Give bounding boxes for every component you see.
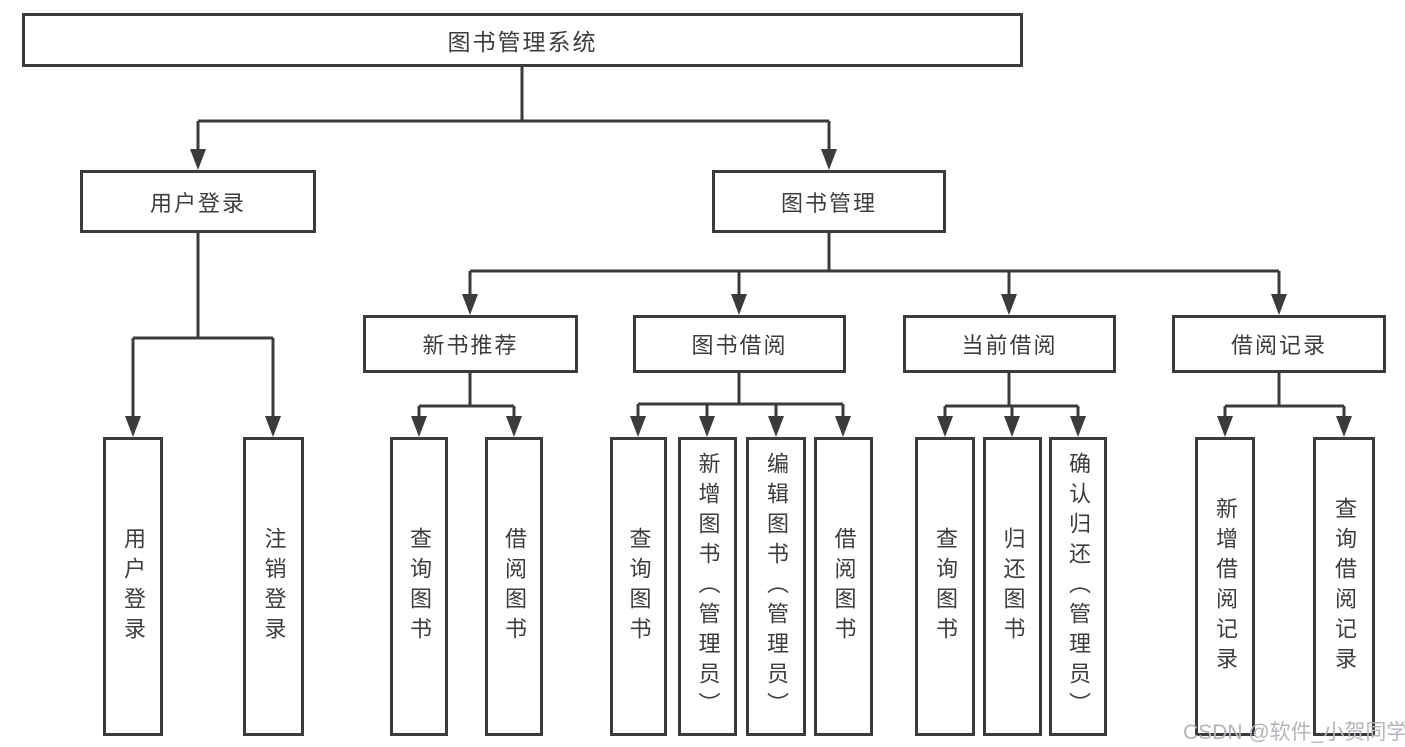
node-book-borrow: 图书借阅	[633, 315, 846, 373]
leaf-user-login: 用户登录	[103, 437, 163, 736]
node-book-management: 图书管理	[712, 170, 946, 233]
leaf-current-return: 归还图书	[983, 437, 1042, 736]
csdn-watermark: CSDN @软件_小贺同学	[1183, 721, 1405, 744]
leaf-borrow-borrow-book: 借阅图书	[814, 437, 873, 736]
connector-borrow-records	[1217, 373, 1352, 437]
leaf-logout: 注销登录	[243, 437, 304, 736]
leaf-current-query: 查询图书	[915, 437, 975, 736]
leaf-records-query: 查询借阅记录	[1313, 437, 1375, 736]
connector-root	[190, 67, 837, 170]
node-new-book-recommend: 新书推荐	[363, 315, 578, 373]
leaf-newbook-query: 查询图书	[390, 437, 448, 736]
leaf-current-confirm-return-admin: 确认归还（管理员）	[1049, 437, 1107, 736]
leaf-borrow-edit-book-admin: 编辑图书（管理员）	[746, 437, 806, 736]
connector-user-login	[125, 233, 281, 437]
connector-new-book	[411, 373, 522, 437]
node-user-login: 用户登录	[80, 170, 316, 233]
leaf-newbook-borrow: 借阅图书	[485, 437, 543, 736]
leaf-borrow-query: 查询图书	[610, 437, 667, 736]
leaf-records-add: 新增借阅记录	[1195, 437, 1255, 736]
node-root-library-system: 图书管理系统	[22, 13, 1023, 67]
node-borrow-records: 借阅记录	[1172, 315, 1386, 373]
connector-book-management	[462, 233, 1287, 315]
node-current-borrow: 当前借阅	[903, 315, 1116, 373]
leaf-borrow-add-book-admin: 新增图书（管理员）	[678, 437, 737, 736]
connector-current-borrow	[937, 373, 1086, 437]
connector-book-borrow	[630, 373, 851, 437]
